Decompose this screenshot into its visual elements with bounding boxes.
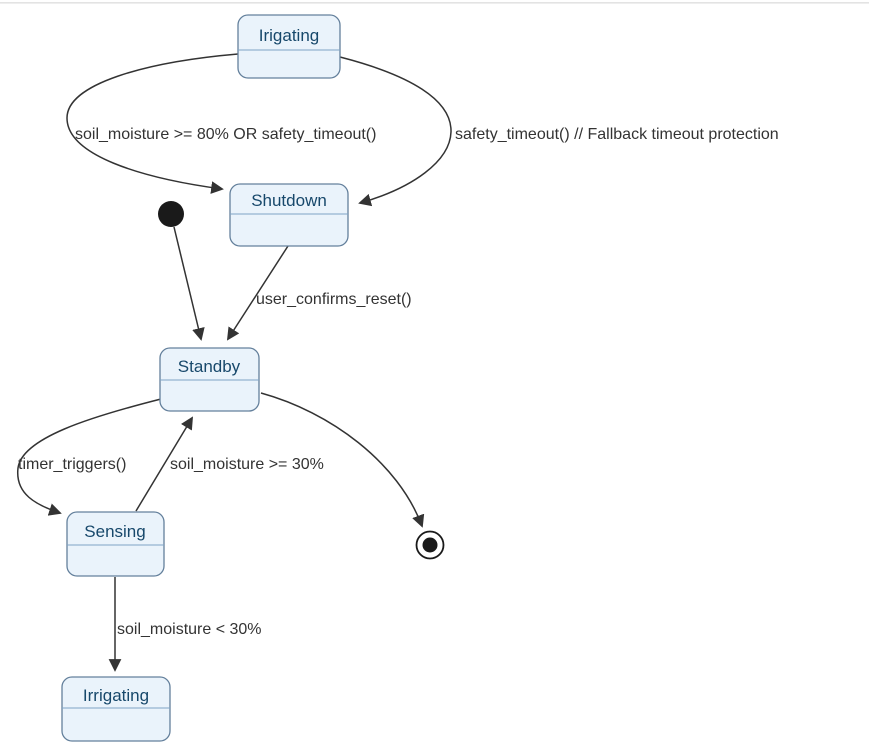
edge-initial-standby: [173, 226, 205, 341]
edge-sensing-standby: [135, 416, 193, 512]
state-node-irrigating-bottom: Irrigating: [61, 676, 171, 742]
edge-irigating-shutdown-right: [339, 56, 452, 207]
state-label: Shutdown: [251, 191, 327, 210]
state-label: Irrigating: [83, 686, 149, 705]
top-divider: [0, 2, 869, 4]
edge-label-user-confirms-reset: user_confirms_reset(): [256, 291, 412, 308]
edge-irigating-shutdown-left: [66, 53, 239, 194]
edge-label-moisture-80-or-timeout: soil_moisture >= 80% OR safety_timeout(): [75, 126, 376, 143]
edge-standby-final: [260, 392, 425, 528]
edge-label-timer-triggers: timer_triggers(): [18, 456, 126, 473]
state-label: Standby: [178, 357, 241, 376]
state-node-irigating-top: Irigating: [237, 14, 341, 79]
transition-labels: soil_moisture >= 80% OR safety_timeout()…: [18, 126, 779, 638]
edge-label-safety-timeout-fallback: safety_timeout() // Fallback timeout pro…: [455, 126, 779, 143]
final-state-icon: [415, 530, 445, 560]
state-label: Irigating: [259, 26, 319, 45]
edge-label-moisture-ge-30: soil_moisture >= 30%: [170, 456, 324, 473]
initial-state-icon: [158, 201, 184, 227]
state-node-sensing: Sensing: [66, 511, 165, 577]
edge-label-moisture-lt-30: soil_moisture < 30%: [117, 621, 262, 638]
state-node-standby: Standby: [159, 347, 260, 412]
edge-shutdown-standby: [226, 245, 289, 341]
state-label: Sensing: [84, 522, 145, 541]
state-node-shutdown: Shutdown: [229, 183, 349, 247]
edge-standby-sensing: [17, 398, 162, 516]
transition-edges: [17, 53, 452, 672]
